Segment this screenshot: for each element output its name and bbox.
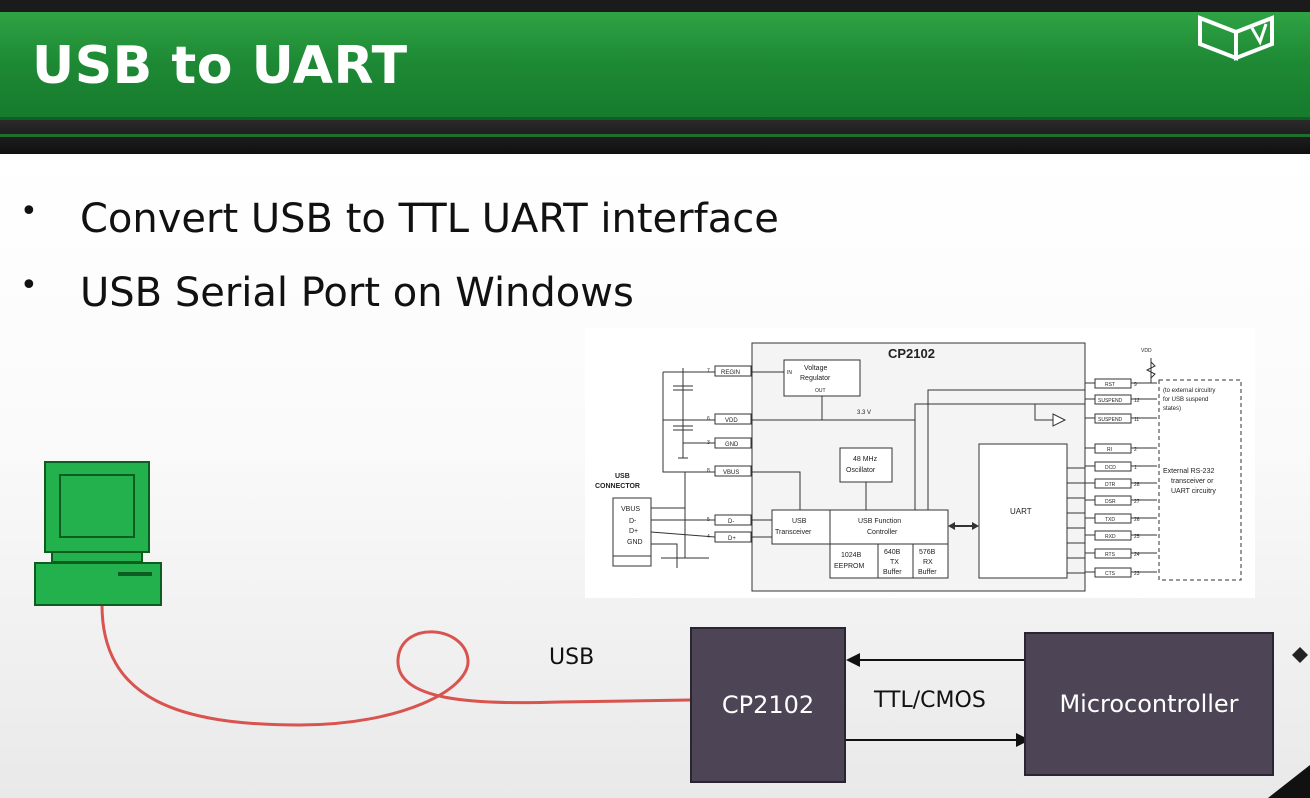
right-pin: CTS [1105, 571, 1116, 577]
right-pin: DCD [1105, 465, 1116, 471]
function-controller-label: Controller [867, 529, 898, 536]
pin-vdd: VDD [725, 418, 738, 424]
connector-pin: GND [627, 539, 643, 546]
ttl-cmos-label: TTL/CMOS [874, 688, 986, 713]
suspend-note: (to external circuitry [1163, 388, 1215, 394]
suspend-note: states) [1163, 406, 1181, 412]
pin-number: 27 [1134, 499, 1140, 505]
microcontroller-box: Microcontroller [1024, 632, 1274, 776]
pin-gnd: GND [725, 442, 739, 448]
connector-pin: D- [629, 518, 637, 525]
right-pin: RI [1107, 447, 1112, 453]
eeprom-label: 1024B [841, 552, 862, 559]
eeprom-label: EEPROM [834, 563, 865, 570]
tx-buffer-label: 640B [884, 549, 901, 556]
decorative-circuit-strip [0, 120, 1310, 154]
pin-number: 8 [707, 468, 710, 474]
rx-buffer-label: 576B [919, 549, 936, 556]
rs232-note: UART circuitry [1171, 488, 1216, 495]
book-logo-icon [1198, 15, 1274, 61]
rx-buffer-label: Buffer [918, 569, 937, 576]
pin-number: 26 [1134, 517, 1140, 523]
transceiver-label: Transceiver [775, 529, 812, 536]
right-pin: SUSPEND [1098, 417, 1123, 423]
vdd-top-label: VDD [1141, 348, 1152, 354]
connector-pin: D+ [629, 528, 638, 535]
top-frame-strip [0, 0, 1310, 12]
tx-buffer-label: TX [890, 559, 899, 566]
oscillator-label: Oscillator [846, 467, 876, 474]
voltage-label: 3.3 V [857, 410, 871, 416]
pin-number: 28 [1134, 482, 1140, 488]
right-pin: SUSPEND [1098, 398, 1123, 404]
pin-number: 4 [707, 534, 710, 540]
usb-cable [100, 604, 691, 727]
usb-link-label: USB [549, 645, 595, 670]
right-pin: RXD [1105, 534, 1116, 540]
pin-regin: REGIN [721, 370, 740, 376]
pin-dminus: D- [728, 519, 734, 525]
right-pin: DSR [1105, 499, 1116, 505]
computer-icon [34, 461, 162, 606]
right-pin: RST [1105, 382, 1115, 388]
pin-number: 23 [1134, 571, 1140, 577]
microcontroller-box-label: Microcontroller [1059, 690, 1239, 718]
right-pin: TXD [1105, 517, 1115, 523]
pin-number: 9 [1134, 382, 1137, 388]
slide-title: USB to UART [32, 36, 408, 96]
cp2102-box-label: CP2102 [721, 691, 815, 719]
pin-number: 12 [1134, 398, 1140, 404]
tx-buffer-label: Buffer [883, 569, 902, 576]
corner-decoration [1268, 765, 1310, 798]
transceiver-label: USB [792, 518, 807, 525]
rx-buffer-label: RX [923, 559, 933, 566]
pin-vbus: VBUS [723, 470, 739, 476]
right-pin: RTS [1105, 552, 1116, 558]
usb-connector-label: USB [615, 473, 630, 480]
regulator-out: OUT [815, 388, 826, 394]
suspend-note: for USB suspend [1163, 397, 1208, 403]
chip-decoration-icon [1292, 647, 1308, 663]
chip-title: CP2102 [888, 346, 935, 361]
usb-connector-label: CONNECTOR [595, 483, 640, 490]
oscillator-label: 48 MHz [853, 456, 878, 463]
regulator-label: Regulator [800, 375, 831, 382]
cp2102-block-diagram: CP2102 REGIN VDD GND VBUS D- D+ 7 6 3 8 … [585, 328, 1255, 598]
pin-number: 6 [707, 416, 710, 422]
rs232-note: External RS-232 [1163, 468, 1214, 475]
regulator-label: Voltage [804, 365, 827, 372]
rs232-note: transceiver or [1171, 478, 1214, 485]
pin-number: 2 [1134, 447, 1137, 453]
uart-label: UART [1010, 507, 1032, 516]
title-bar: USB to UART [0, 12, 1310, 120]
pin-number: 11 [1134, 417, 1139, 423]
pin-number: 7 [707, 368, 710, 374]
pin-number: 25 [1134, 534, 1140, 540]
right-pin: DTR [1105, 482, 1116, 488]
pin-number: 24 [1134, 552, 1140, 558]
regulator-in: IN [787, 370, 792, 376]
cp2102-box: CP2102 [690, 627, 846, 783]
pin-number: 1 [1134, 465, 1137, 471]
connector-pin: VBUS [621, 506, 640, 513]
function-controller-label: USB Function [858, 518, 901, 525]
pin-dplus: D+ [728, 536, 736, 542]
